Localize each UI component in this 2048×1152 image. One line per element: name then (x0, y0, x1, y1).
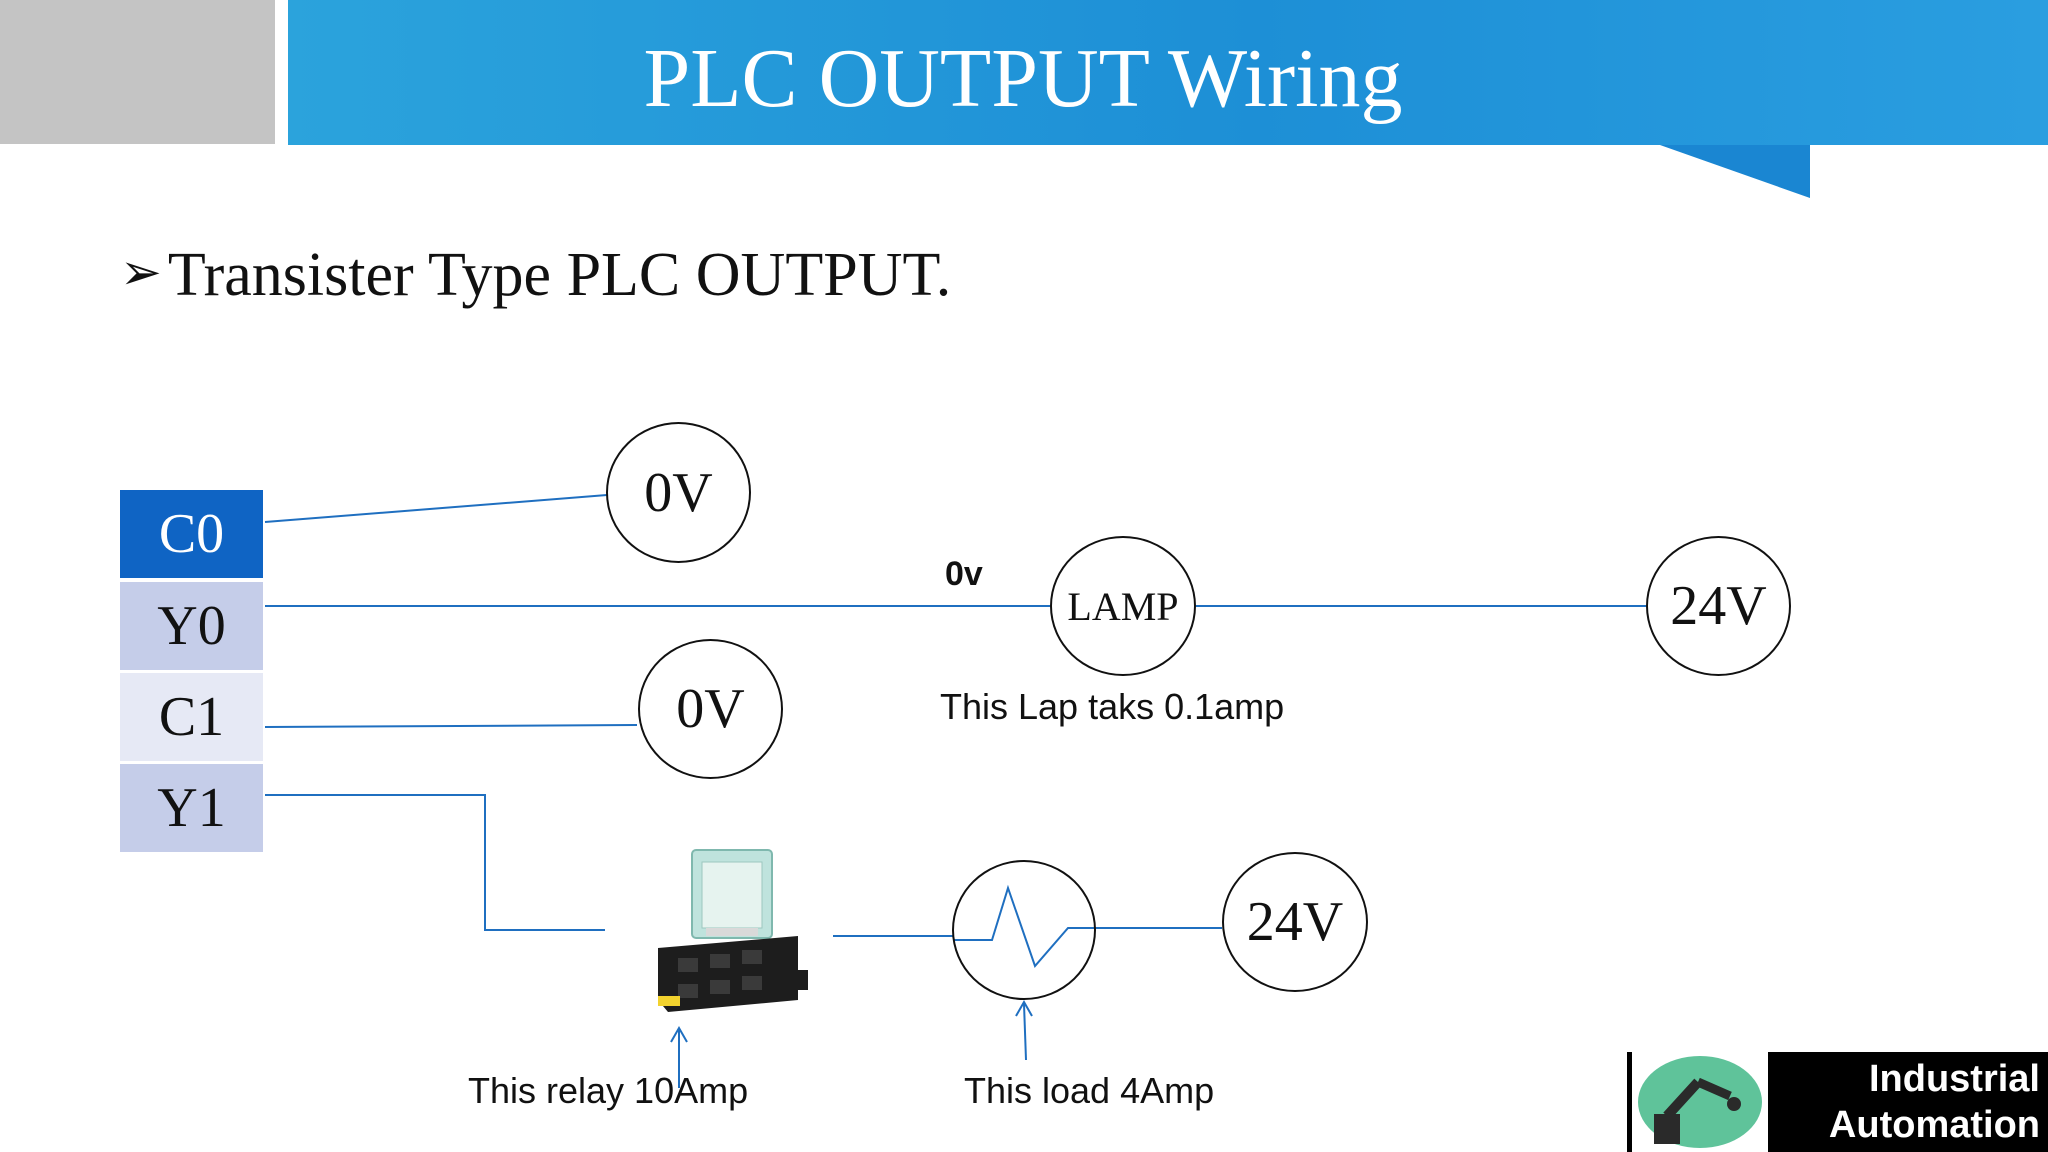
terminal-y1: Y1 (120, 764, 263, 852)
load-pointer-head (1015, 999, 1033, 1017)
c1-0v-node: 0V (638, 639, 783, 779)
load-24v-node: 24V (1222, 852, 1368, 992)
header-ribbon-tail (1660, 145, 1810, 198)
load-pointer-line (1023, 1003, 1027, 1061)
c0-0v-node: 0V (606, 422, 751, 563)
subtitle-text: Transister Type PLC OUTPUT. (167, 241, 952, 309)
y0-wire-label: 0v (945, 555, 983, 593)
wire-y1 (265, 794, 605, 931)
header-gray-block (0, 0, 275, 144)
header-band (288, 0, 2048, 145)
lamp-node: LAMP (1050, 536, 1196, 676)
relay-pointer-head (670, 1025, 688, 1043)
logo-text: Industrial Automation (1770, 1056, 2040, 1148)
logo-line-1: Industrial (1868, 1058, 2040, 1100)
load-note: This load 4Amp (964, 1070, 1215, 1111)
relay-image (658, 849, 808, 1012)
terminal-y0: Y0 (120, 582, 263, 670)
slide-subtitle: ➢Transister Type PLC OUTPUT. (120, 240, 951, 311)
lamp-24v-node: 24V (1646, 536, 1791, 676)
wire-c1 (264, 724, 638, 728)
slide-title: PLC OUTPUT Wiring (643, 32, 1403, 125)
relay-note: This relay 10Amp (468, 1070, 749, 1111)
terminal-c0: C0 (120, 490, 263, 578)
arrow-bullet-icon: ➢ (120, 244, 162, 300)
terminal-c1: C1 (120, 673, 263, 761)
load-node (952, 860, 1096, 1000)
lamp-note: This Lap taks 0.1amp (940, 686, 1285, 727)
wire-c0 (264, 494, 608, 523)
logo-icon-panel (1632, 1052, 1768, 1152)
logo-line-2: Automation (1828, 1104, 2040, 1146)
